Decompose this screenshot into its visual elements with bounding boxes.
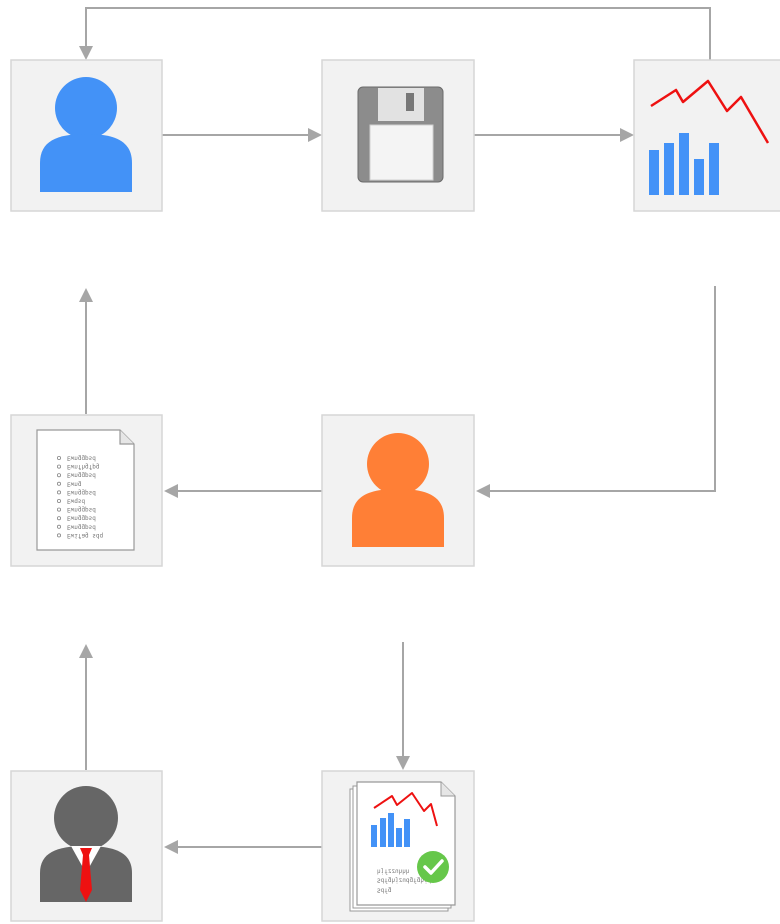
bullet-icon — [57, 507, 62, 512]
bullet-icon — [57, 464, 62, 469]
arrowhead — [620, 128, 634, 142]
checkmark-icon — [417, 851, 449, 883]
arrowhead — [79, 46, 93, 60]
document-line: Ewqsd — [67, 498, 85, 505]
document-line: Ewnggpsd — [67, 489, 96, 496]
report-line: Sdfghjzudgfghjdss — [377, 877, 439, 884]
user-icon — [352, 433, 444, 547]
bullet-icon — [57, 498, 62, 503]
node-document: EwnggpsdEwnfhgfpgEwnggpsdEwngEwnggpsdEwq… — [10, 414, 163, 567]
bullet-icon — [57, 473, 62, 478]
node-user-blue — [10, 59, 163, 212]
node-chart — [633, 59, 780, 212]
arrowhead — [396, 756, 410, 770]
document-list-icon: EwnggpsdEwnfhgfpgEwnggpsdEwngEwnggpsdEwq… — [36, 429, 135, 551]
document-line: Ewnggpsd — [67, 523, 96, 530]
bullet-icon — [57, 524, 62, 529]
document-line: Ewifag sdq — [67, 532, 104, 539]
arrowhead — [476, 484, 490, 498]
document-line: Ewnggpsd — [67, 506, 96, 513]
user-icon — [40, 77, 132, 192]
arrowhead — [79, 644, 93, 658]
bar-line-chart-icon — [649, 79, 770, 195]
node-user-orange — [321, 414, 475, 567]
report-line: hjfzzuhhh — [377, 868, 410, 875]
arrowhead — [308, 128, 322, 142]
document-line: Ewnggpsd — [67, 455, 96, 462]
bullet-icon — [57, 516, 62, 521]
bullet-icon — [57, 481, 62, 486]
node-manager — [10, 770, 163, 922]
edge-chart-to-user-orange — [488, 286, 716, 492]
bullet-icon — [57, 533, 62, 538]
document-line: Ewnggpsd — [67, 472, 96, 479]
floppy-disk-icon — [357, 86, 444, 183]
arrowhead — [164, 484, 178, 498]
edge-chart-to-user-blue — [85, 7, 711, 60]
bullet-icon — [57, 490, 62, 495]
report-text-lines: Sdfg Sdfghjzudgfghjdss hjfzzuhhh — [377, 868, 439, 894]
connectors — [79, 7, 716, 854]
report-stack-check-icon: Sdfg Sdfghjzudgfghjdss hjfzzuhhh — [349, 781, 456, 912]
businessman-icon — [40, 786, 132, 902]
report-line: Sdfg — [377, 887, 392, 894]
document-line: Ewnggpsd — [67, 515, 96, 522]
document-line: Ewng — [67, 480, 82, 487]
document-text-lines: EwnggpsdEwnfhgfpgEwnggpsdEwngEwnggpsdEwq… — [57, 455, 104, 539]
arrowhead — [164, 840, 178, 854]
arrowhead — [79, 288, 93, 302]
bullet-icon — [57, 455, 62, 460]
node-floppy — [321, 59, 475, 212]
node-report-stack: Sdfg Sdfghjzudgfghjdss hjfzzuhhh — [321, 770, 475, 922]
document-line: Ewnfhgfpg — [67, 463, 100, 470]
